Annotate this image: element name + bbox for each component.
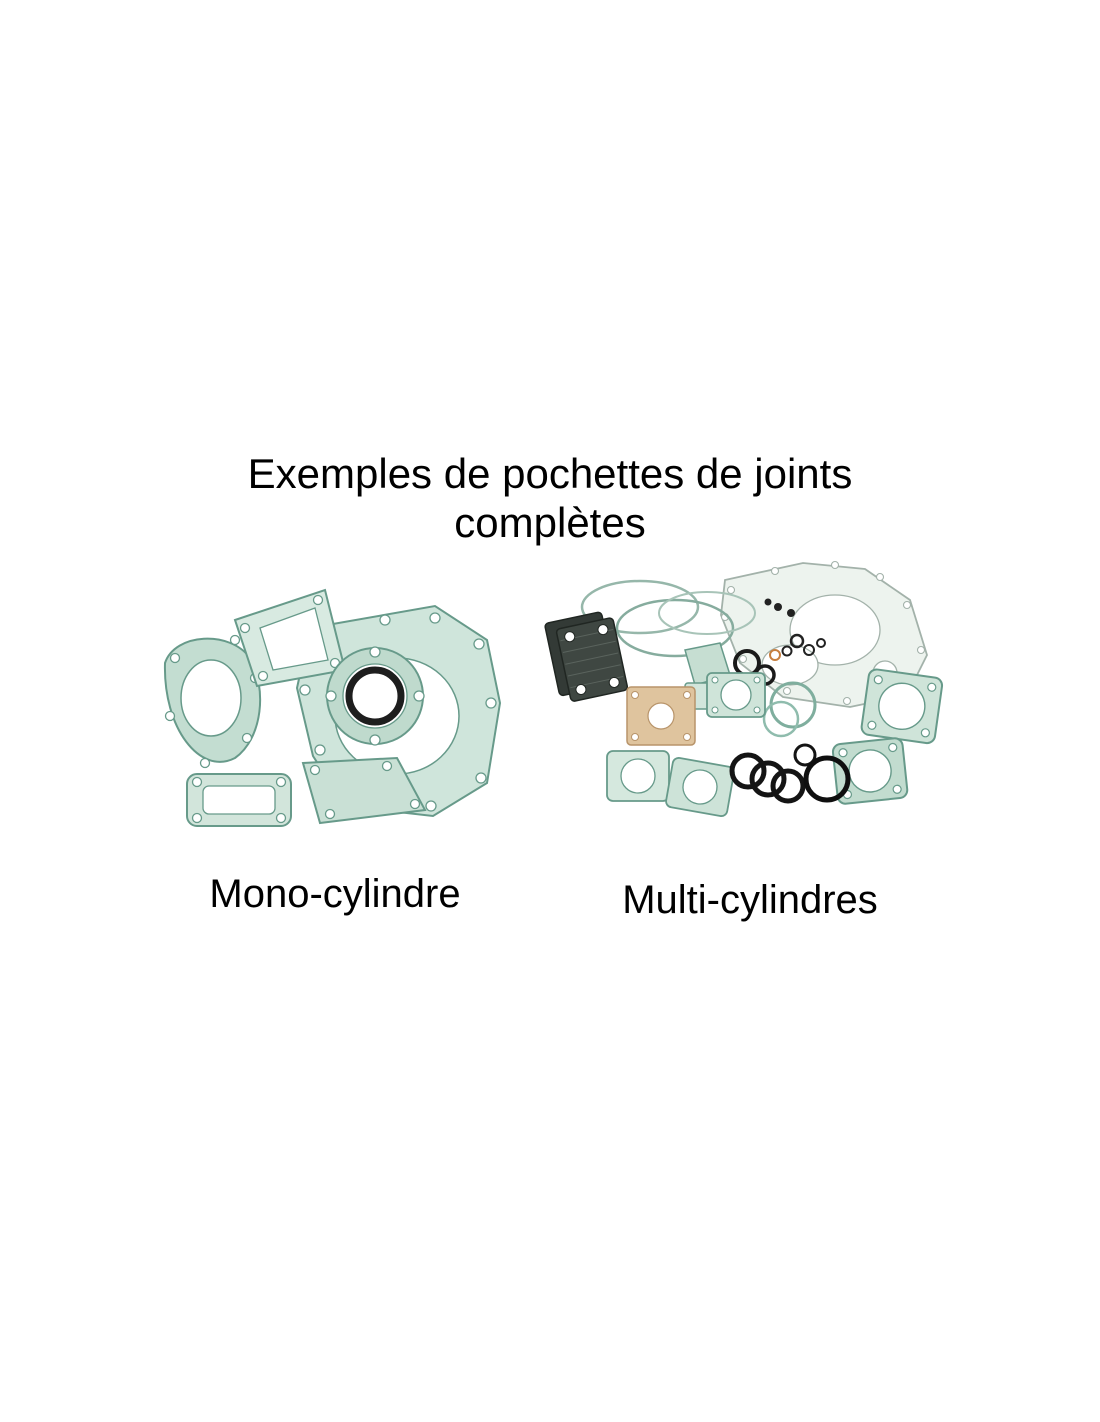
cylinder-head-gasket: [325, 646, 425, 746]
multi-cylinder-label: Multi-cylindres: [622, 878, 878, 922]
o-ring-chain: [729, 743, 817, 804]
rectangular-valve-gasket: [186, 773, 292, 827]
large-o-ring: [803, 755, 851, 803]
page-title: Exemples de pochettes de joints complète…: [0, 450, 1100, 547]
multi-cylinder-gasket-kit-image: [544, 560, 944, 817]
rubber-grommets: [764, 598, 795, 617]
small-o-rings: [769, 633, 826, 661]
oval-cover-gaskets: [580, 579, 756, 658]
right-head-gasket-1: [860, 668, 944, 745]
triangular-gasket: [233, 588, 347, 688]
mono-cylinder-gasket-kit-image: [163, 588, 502, 827]
mid-head-gasket: [706, 672, 766, 718]
bottom-cover-gasket: [301, 756, 427, 825]
head-gasket-fire-ring: [345, 666, 405, 726]
teal-ring-gaskets: [762, 681, 817, 738]
page-title-line1: Exemples de pochettes de joints: [247, 450, 853, 497]
exhaust-gasket-stack: [544, 611, 629, 702]
mono-cylinder-label: Mono-cylindre: [209, 872, 461, 916]
paper-gasket: [626, 686, 696, 746]
bottom-left-gaskets: [606, 750, 735, 817]
right-head-gasket-2: [831, 737, 909, 805]
clutch-cover-gasket: [163, 634, 262, 769]
page-title-line2: complètes: [454, 498, 646, 546]
